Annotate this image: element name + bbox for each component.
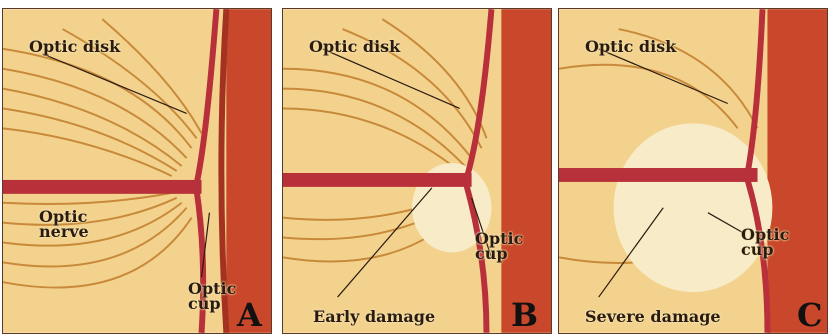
optic-disk-label: Optic disk [309,39,400,54]
damage-label: Severe damage [585,309,721,324]
panel-letter: B [511,299,538,331]
optic-cup-label: Optic cup [741,227,801,257]
panel-b-illustration [283,9,551,333]
panel-c: Optic disk Optic cup Severe damage C [558,8,828,334]
damage-label: Early damage [313,309,435,324]
panel-c-illustration [559,9,827,333]
optic-disk-label: Optic disk [585,39,676,54]
optic-disk-label: Optic disk [29,39,120,54]
panel-a: Optic disk Optic nerve Optic cup A [2,8,272,334]
optic-cup-label: Optic cup [475,231,535,261]
panel-letter: C [797,299,822,331]
optic-nerve-label: Optic nerve [39,209,109,239]
panel-b: Optic disk Optic cup Early damage B [282,8,552,334]
panel-letter: A [237,299,262,331]
